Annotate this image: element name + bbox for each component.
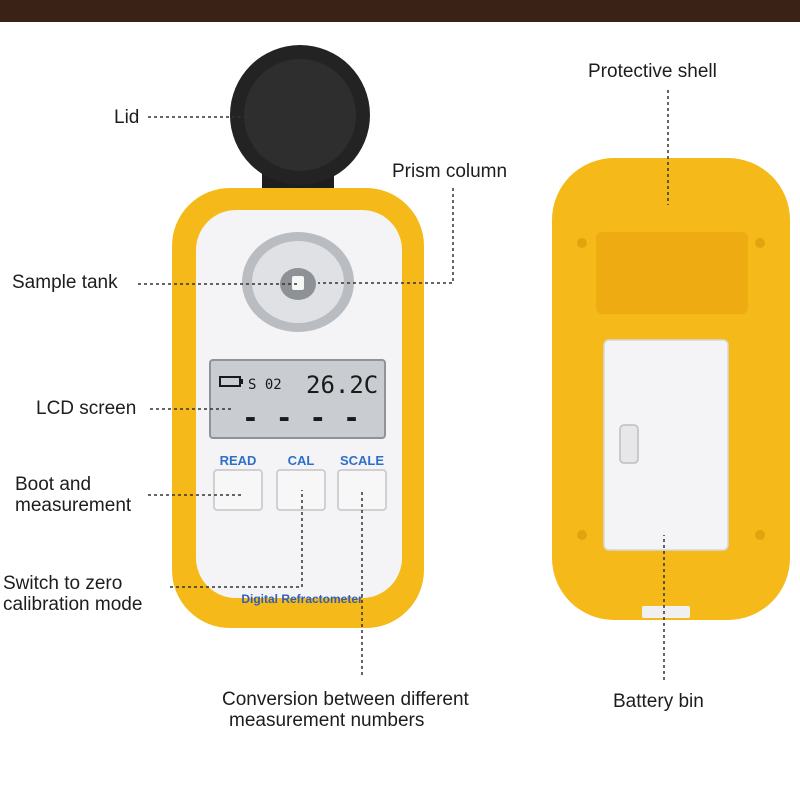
battery-bin[interactable] <box>603 339 729 551</box>
label-conversion-line2: measurement numbers <box>229 710 425 731</box>
front-device: S 02 26.2C - - - - READ CAL SCALE Digita… <box>172 45 424 628</box>
label-lcd-screen: LCD screen <box>36 398 137 419</box>
label-sample-tank: Sample tank <box>12 272 118 293</box>
label-battery-bin: Battery bin <box>613 691 704 712</box>
label-protective-shell: Protective shell <box>588 61 717 82</box>
cal-button-label: CAL <box>288 453 315 468</box>
bottom-port <box>642 606 690 618</box>
label-boot-line1: Boot and <box>15 474 92 495</box>
sample-tank <box>242 232 354 332</box>
scale-button-label: SCALE <box>340 453 384 468</box>
lcd-temperature: 26.2C <box>306 371 378 399</box>
label-boot-line2: measurement <box>15 495 132 516</box>
cal-button[interactable] <box>276 469 326 511</box>
lcd-mode: S 02 <box>248 377 282 393</box>
label-switch-line1: Switch to zero <box>3 573 123 594</box>
label-switch-line2: calibration mode <box>3 594 143 615</box>
lcd-reading: - - - - <box>242 401 360 434</box>
lcd-screen: S 02 26.2C - - - - <box>209 359 386 439</box>
read-button-label: READ <box>220 453 257 468</box>
label-conversion-line1: Conversion between different <box>222 689 469 710</box>
leader-lines <box>138 90 669 680</box>
back-device <box>552 158 790 620</box>
label-prism-column: Prism column <box>392 161 508 182</box>
brand-name: Digital Refractometer <box>241 592 363 606</box>
label-lid: Lid <box>114 107 140 128</box>
shell-recess <box>596 232 748 314</box>
top-bar <box>0 0 800 22</box>
battery-latch[interactable] <box>619 424 639 464</box>
read-button[interactable] <box>213 469 263 511</box>
